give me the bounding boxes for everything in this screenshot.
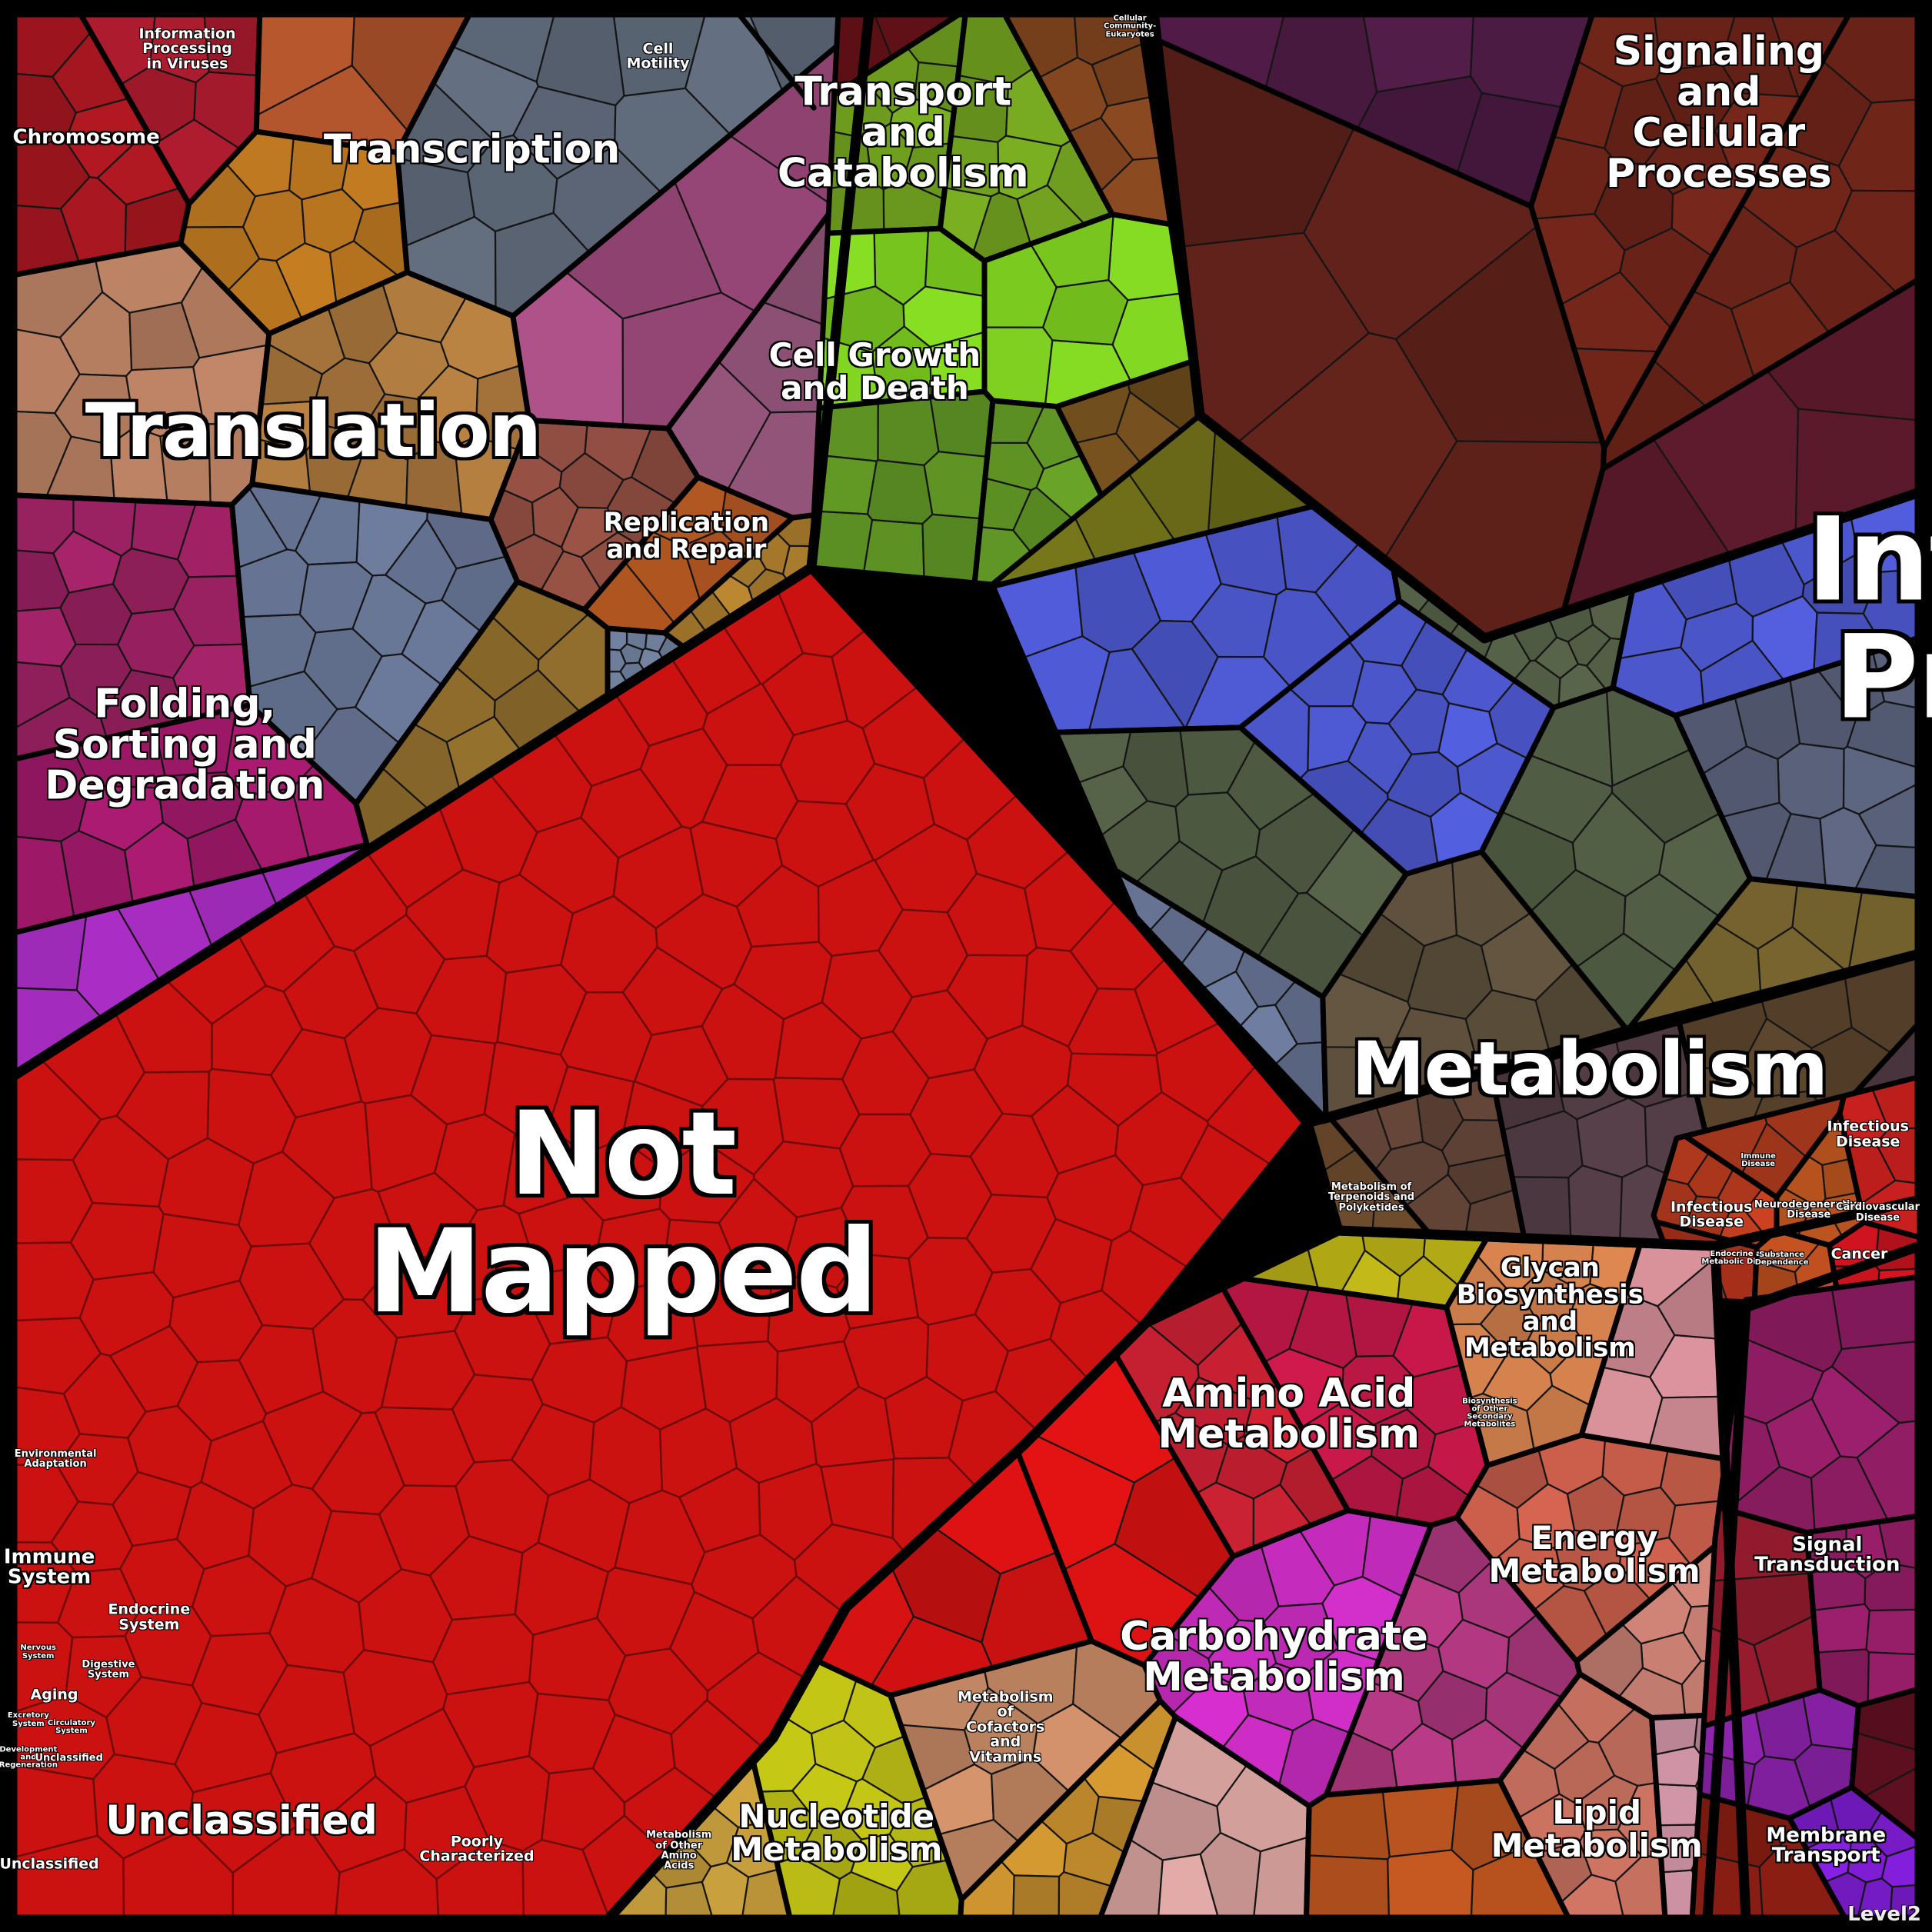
level-watermark: Level2: [1847, 1903, 1921, 1926]
